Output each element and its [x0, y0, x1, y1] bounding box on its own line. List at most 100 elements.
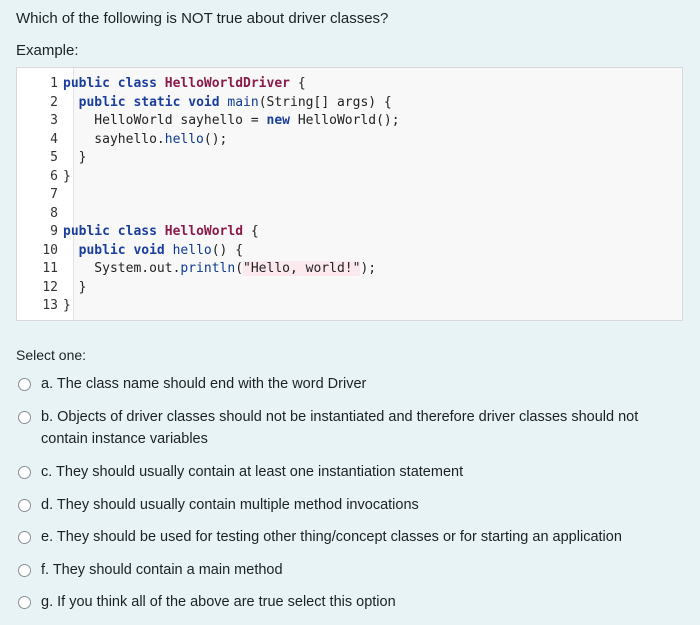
option-f[interactable]: f. They should contain a main method — [18, 562, 688, 581]
code-line: 5 } — [17, 149, 400, 168]
code-token: ( — [235, 261, 244, 276]
line-number: 9 — [50, 224, 58, 239]
code-token: new — [266, 113, 298, 128]
code-line: 8 — [17, 205, 400, 224]
code-token: hello — [164, 131, 204, 147]
code-source — [61, 186, 63, 205]
code-token: void — [133, 242, 173, 258]
option-label: b. Objects of driver classes should not … — [41, 409, 639, 447]
code-line: 7 — [17, 186, 400, 205]
code-source: System.out.println("Hello, world!"); — [61, 260, 376, 279]
code-token: } — [63, 168, 71, 184]
code-token: public — [63, 224, 118, 239]
code-source: } — [61, 297, 71, 316]
radio-icon[interactable] — [18, 596, 31, 609]
code-token: println — [180, 261, 236, 276]
code-token: public — [63, 76, 118, 91]
code-line: 6} — [17, 168, 400, 187]
code-source: public class HelloWorld { — [61, 223, 259, 242]
code-token: System.out. — [63, 261, 181, 276]
radio-icon[interactable] — [18, 466, 31, 479]
code-token: { — [290, 76, 306, 91]
code-source: } — [61, 149, 87, 168]
line-number: 7 — [50, 187, 58, 202]
code-token: class — [117, 76, 165, 91]
code-token: static — [133, 94, 189, 110]
code-token: () { — [211, 242, 244, 258]
code-token: { — [243, 224, 259, 239]
code-line: 2 public static void main(String[] args)… — [17, 94, 400, 113]
code-source: public class HelloWorldDriver { — [61, 75, 306, 94]
code-token: ); — [360, 261, 377, 276]
code-token: HelloWorldDriver — [164, 76, 290, 91]
code-token: (String[] args) { — [258, 94, 392, 110]
line-number: 1 — [50, 76, 58, 91]
code-token: hello — [172, 242, 212, 258]
line-number: 10 — [42, 242, 58, 258]
radio-icon[interactable] — [18, 564, 31, 577]
select-one-label: Select one: — [16, 347, 87, 363]
option-b[interactable]: b. Objects of driver classes should not … — [18, 409, 683, 450]
question-text: Which of the following is NOT true about… — [16, 10, 389, 27]
option-label: c. They should usually contain at least … — [41, 464, 464, 480]
code-token: void — [188, 94, 228, 110]
code-source: } — [61, 168, 71, 187]
code-token: } — [63, 150, 87, 165]
code-line: 4 sayhello.hello(); — [17, 131, 400, 150]
code-source: } — [61, 279, 87, 298]
code-source: public static void main(String[] args) { — [61, 94, 392, 113]
line-number: 3 — [50, 113, 58, 128]
code-token: main — [227, 94, 259, 110]
line-number: 4 — [50, 131, 58, 147]
line-number: 8 — [50, 205, 58, 221]
radio-icon[interactable] — [18, 531, 31, 544]
option-label: a. The class name should end with the wo… — [41, 376, 367, 392]
code-token: sayhello. — [63, 131, 165, 147]
line-number: 6 — [50, 168, 58, 184]
line-number: 13 — [42, 298, 58, 313]
line-number: 5 — [50, 150, 58, 165]
code-token: HelloWorld — [164, 224, 244, 239]
option-e[interactable]: e. They should be used for testing other… — [18, 529, 688, 548]
option-g[interactable]: g. If you think all of the above are tru… — [18, 594, 688, 613]
line-number: 12 — [42, 279, 58, 295]
code-line: 11 System.out.println("Hello, world!"); — [17, 260, 400, 279]
line-number: 2 — [50, 94, 58, 110]
code-token: public — [78, 94, 134, 110]
option-d[interactable]: d. They should usually contain multiple … — [18, 497, 688, 516]
line-number: 11 — [42, 261, 58, 276]
code-token: (); — [203, 131, 228, 147]
code-line: 3 HelloWorld sayhello = new HelloWorld()… — [17, 112, 400, 131]
code-source: HelloWorld sayhello = new HelloWorld(); — [61, 112, 400, 131]
option-c[interactable]: c. They should usually contain at least … — [18, 464, 688, 483]
option-label: g. If you think all of the above are tru… — [41, 594, 396, 610]
line-number-gutter — [17, 68, 74, 320]
code-token: HelloWorld(); — [297, 113, 400, 128]
code-token: public — [78, 242, 134, 258]
code-token: } — [63, 298, 71, 313]
example-label: Example: — [16, 42, 79, 59]
code-token: class — [117, 224, 165, 239]
code-source: sayhello.hello(); — [61, 131, 227, 150]
code-line: 13} — [17, 297, 400, 316]
code-source: public void hello() { — [61, 242, 243, 261]
code-source — [61, 205, 63, 224]
option-label: e. They should be used for testing other… — [41, 529, 622, 545]
code-line: 12 } — [17, 279, 400, 298]
radio-icon[interactable] — [18, 411, 31, 424]
code-token: } — [63, 279, 87, 295]
option-a[interactable]: a. The class name should end with the wo… — [18, 376, 688, 395]
code-token: HelloWorld sayhello = — [63, 113, 267, 128]
option-label: d. They should usually contain multiple … — [41, 497, 419, 513]
radio-icon[interactable] — [18, 378, 31, 391]
option-label: f. They should contain a main method — [41, 562, 283, 578]
radio-icon[interactable] — [18, 499, 31, 512]
code-token — [63, 243, 79, 258]
code-token — [63, 95, 79, 110]
code-token: "Hello, world!" — [243, 261, 361, 276]
code-line: 10 public void hello() { — [17, 242, 400, 261]
